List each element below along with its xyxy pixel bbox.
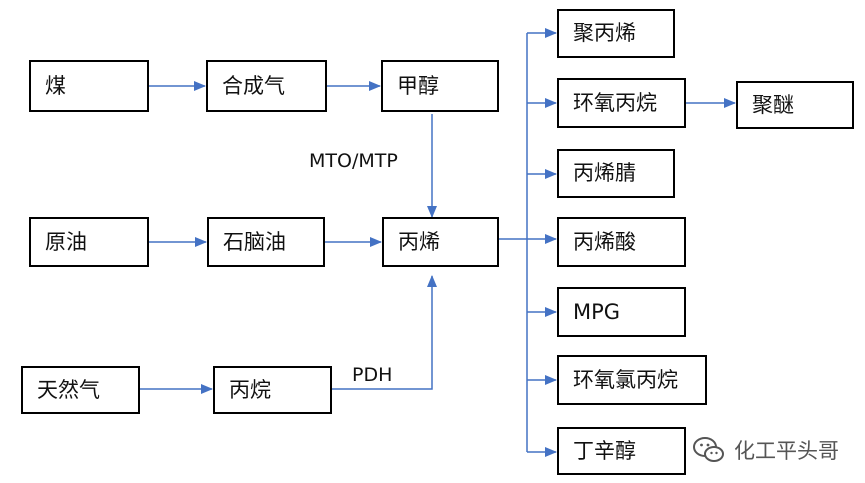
node-natural-gas: 天然气: [21, 366, 140, 414]
label-pdh: PDH: [352, 364, 393, 386]
node-epichlorohydrin: 环氧氯丙烷: [557, 355, 707, 405]
node-polyether: 聚醚: [736, 81, 854, 129]
node-acrylonitrile: 丙烯腈: [557, 149, 675, 198]
node-propylene: 丙烯: [382, 217, 499, 267]
node-acrylic-acid: 丙烯酸: [557, 217, 686, 267]
node-coal: 煤: [29, 60, 149, 112]
label-mto-mtp: MTO/MTP: [309, 150, 398, 172]
node-propylene-oxide: 环氧丙烷: [557, 78, 686, 128]
node-propane: 丙烷: [213, 366, 332, 414]
node-butyloctanol: 丁辛醇: [557, 427, 686, 475]
node-mpg: MPG: [557, 287, 686, 337]
watermark: 化工平头哥: [692, 430, 839, 470]
node-naphtha: 石脑油: [207, 217, 325, 267]
wechat-icon: [693, 437, 724, 462]
arrow-propane-propylene: [332, 275, 437, 390]
node-methanol: 甲醇: [381, 60, 499, 112]
node-syngas: 合成气: [206, 60, 327, 112]
watermark-text: 化工平头哥: [734, 439, 839, 463]
node-polypropylene: 聚丙烯: [557, 9, 675, 58]
node-crude-oil: 原油: [29, 217, 149, 267]
